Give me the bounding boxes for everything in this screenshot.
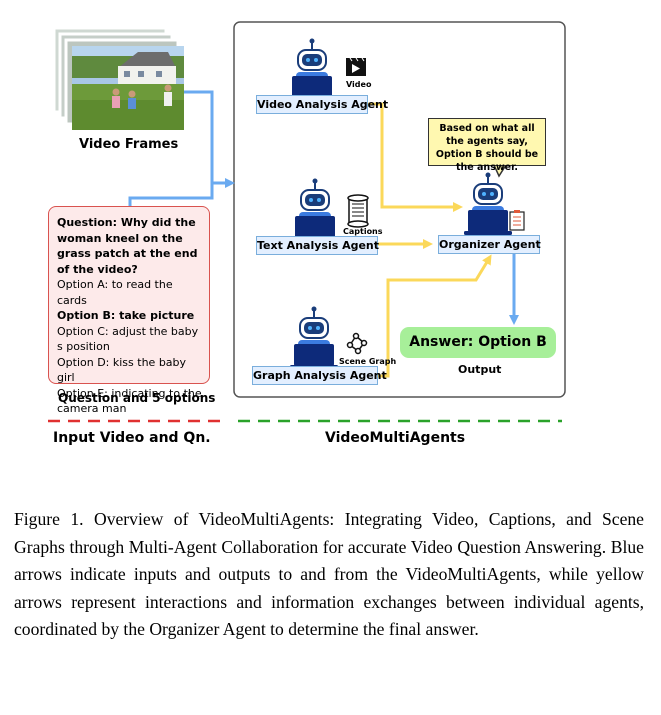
- text-agent-label: Text Analysis Agent: [256, 236, 379, 255]
- speech-bubble: Based on what all the agents say, Option…: [428, 118, 546, 173]
- option-d: Option D: kiss the baby girl: [57, 355, 187, 385]
- answer-box: Answer: Option B: [400, 327, 556, 358]
- figure-caption: Figure 1. Overview of VideoMultiAgents: …: [14, 506, 644, 644]
- graph-agent-label: Graph Analysis Agent: [252, 366, 387, 385]
- question-box: Question: Why did the woman kneel on the…: [48, 206, 210, 415]
- option-e: Option E: indicating to the camera man: [57, 386, 202, 416]
- figure-caption-text: Overview of VideoMultiAgents: Integratin…: [14, 509, 644, 640]
- graph-network-icon: [346, 332, 368, 355]
- video-frames-label: Video Frames: [79, 137, 179, 152]
- option-a: Option A: to read the cards: [57, 278, 173, 307]
- overview-diagram: [48, 21, 566, 423]
- question-text: Question: Why did the woman kneel on the…: [57, 216, 198, 276]
- scroll-icon: [347, 194, 369, 228]
- video-icon-caption: Video: [346, 80, 372, 89]
- organizer-agent-label: Organizer Agent: [438, 235, 541, 254]
- figure-number: Figure 1.: [14, 509, 84, 529]
- output-label: Output: [458, 363, 502, 376]
- video-agent-label: Video Analysis Agent: [256, 95, 388, 114]
- option-c: Option C: adjust the baby s position: [57, 324, 199, 354]
- film-clapper-icon: [346, 57, 366, 76]
- option-b: Option B: take picture: [57, 309, 195, 322]
- video-frames-image: [52, 26, 184, 130]
- section-input-label: Input Video and Qn.: [53, 430, 211, 446]
- question-footer-label: Question and 5 options: [58, 391, 216, 405]
- captions-icon-caption: Captions: [343, 227, 383, 236]
- clipboard-icon: [509, 210, 525, 231]
- scene-graph-icon-caption: Scene Graph: [339, 357, 397, 366]
- agents-container: [233, 21, 566, 398]
- section-agents-label: VideoMultiAgents: [325, 430, 466, 446]
